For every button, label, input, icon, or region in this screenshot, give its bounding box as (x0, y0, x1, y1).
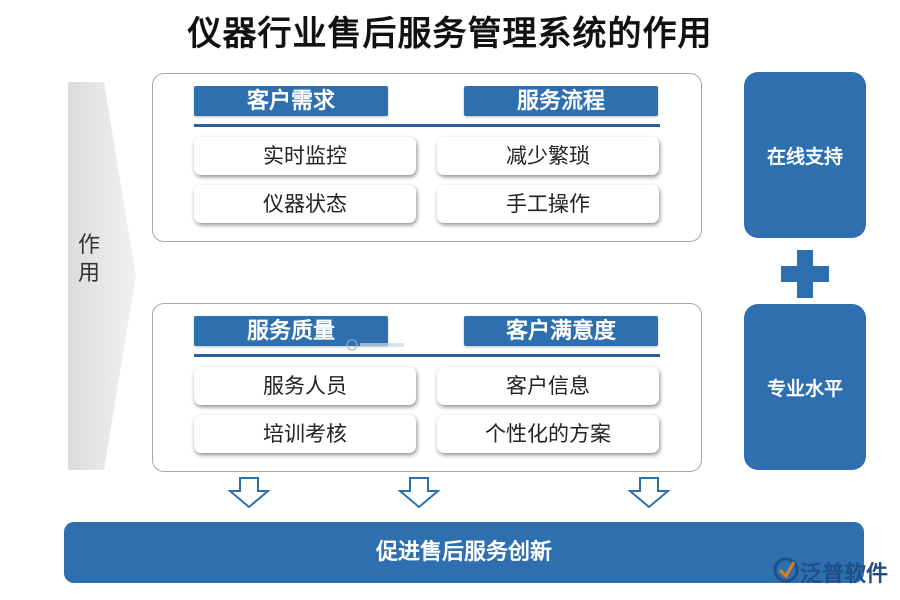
box-professional-level: 专业水平 (744, 304, 866, 470)
bottom-bar-promote-innovation: 促进售后服务创新 (64, 522, 864, 583)
divider (194, 124, 660, 127)
brand-logo-icon (773, 557, 799, 583)
item-personalized-plan: 个性化的方案 (437, 415, 659, 453)
side-label: 作用 (77, 233, 100, 286)
down-arrow-icon (398, 477, 440, 509)
panel-top: 客户需求 服务流程 实时监控 减少繁琐 仪器状态 手工操作 (152, 73, 702, 242)
item-service-staff: 服务人员 (194, 367, 416, 405)
header-service-process: 服务流程 (464, 86, 658, 116)
box-online-support: 在线支持 (744, 72, 866, 238)
side-chevron-arrow (68, 82, 136, 470)
down-arrow-icon (628, 477, 670, 509)
item-customer-info: 客户信息 (437, 367, 659, 405)
plus-icon (781, 250, 829, 298)
item-realtime-monitoring: 实时监控 (194, 137, 416, 175)
header-customer-needs: 客户需求 (194, 86, 388, 116)
item-reduce-complexity: 减少繁琐 (437, 137, 659, 175)
item-instrument-status: 仪器状态 (194, 185, 416, 223)
box-professional-level-label: 专业水平 (766, 377, 843, 400)
panel-bottom: 服务质量 客户满意度 服务人员 客户信息 培训考核 个性化的方案 (152, 303, 702, 472)
item-manual-operation: 手工操作 (437, 185, 659, 223)
watermark-logo (346, 339, 404, 351)
page-title: 仪器行业售后服务管理系统的作用 (187, 14, 713, 54)
down-arrow-icon (228, 477, 270, 509)
brand-logo-text: 泛普软件 (800, 562, 889, 587)
item-training-assessment: 培训考核 (194, 415, 416, 453)
header-customer-satisfaction: 客户满意度 (464, 316, 658, 346)
box-online-support-label: 在线支持 (766, 145, 843, 168)
divider (194, 354, 660, 357)
